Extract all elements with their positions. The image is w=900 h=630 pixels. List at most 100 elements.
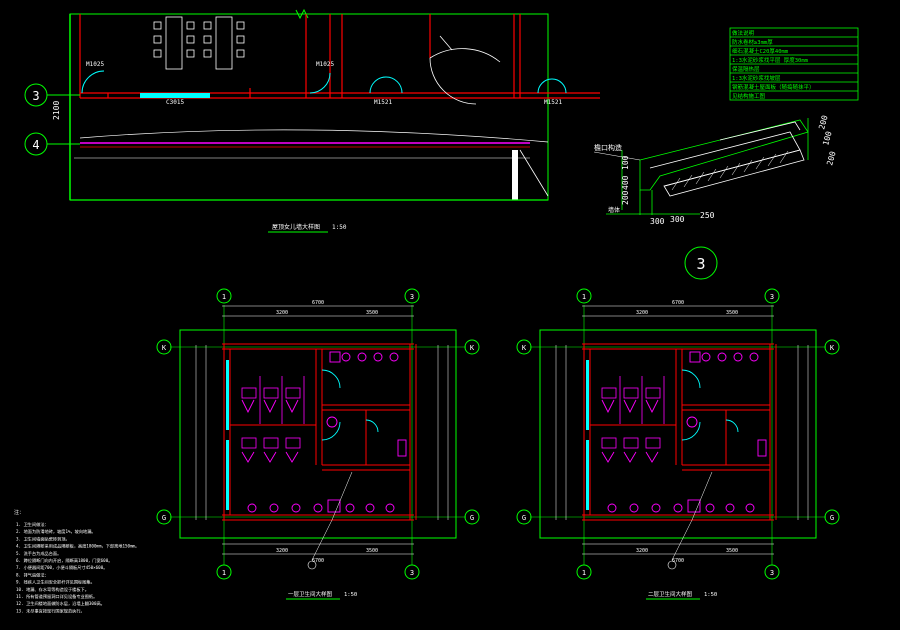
mop-sink bbox=[327, 499, 341, 513]
top-plan-scale: 1:50 bbox=[332, 224, 347, 231]
top-doors bbox=[81, 70, 567, 94]
squat-toilet bbox=[601, 387, 617, 399]
accessible-basin bbox=[326, 416, 338, 428]
dim-part-top-2: 3500 bbox=[366, 310, 378, 316]
wash-basin bbox=[247, 503, 257, 513]
dim-l-1: 100 bbox=[621, 155, 630, 170]
urinal bbox=[357, 352, 367, 362]
dim-b-1: 300 bbox=[650, 217, 665, 226]
top-plan-caption: 屋顶女儿墙大样图 bbox=[272, 223, 320, 231]
grid-bubble-4: 4 bbox=[24, 132, 80, 156]
accessible-basin bbox=[686, 416, 698, 428]
side-dimension: 2100 bbox=[52, 101, 61, 120]
urinal bbox=[749, 352, 759, 362]
roof-curve bbox=[79, 129, 549, 143]
callout-bubble bbox=[667, 560, 677, 570]
squat-toilet bbox=[241, 387, 257, 399]
axis-bubble-left bbox=[156, 339, 172, 355]
axis-bubble-bottom bbox=[404, 564, 420, 580]
wash-basin bbox=[607, 503, 617, 513]
axis-bubble-right bbox=[464, 339, 480, 355]
axis-bubble-left bbox=[156, 509, 172, 525]
axis-bottom-label: 1 bbox=[222, 569, 226, 577]
floor-drain bbox=[329, 351, 341, 363]
axis-bubble-right bbox=[824, 339, 840, 355]
dim-r-1: 200 bbox=[817, 114, 829, 130]
stall-door-2 bbox=[601, 451, 615, 463]
dim-b-3: 250 bbox=[700, 211, 715, 220]
squat-toilet-2 bbox=[645, 437, 661, 449]
axis-bubble-bottom bbox=[764, 564, 780, 580]
dim-total-top: 6700 bbox=[312, 300, 324, 306]
note-line-11: 11. 所有管道预留洞口详见设备专业图纸。 bbox=[16, 593, 97, 600]
section-note-6: 1:3水泥砂浆找坡层 bbox=[732, 74, 781, 82]
axis-bubble-top bbox=[764, 288, 780, 304]
squat-toilet-2 bbox=[601, 437, 617, 449]
dim-part-bot-2: 3500 bbox=[726, 548, 738, 554]
axis-left-label: G bbox=[522, 514, 526, 522]
detail-number: 3 bbox=[696, 255, 705, 273]
notes-block: 注：1. 卫生间做法：2. 地面为防滑地砖，坡度1%，坡向地漏。3. 卫生间墙面… bbox=[14, 509, 139, 614]
grid-label-3: 3 bbox=[32, 89, 39, 103]
axis-right-label: G bbox=[470, 514, 474, 522]
dim-l-3: 200 bbox=[621, 190, 630, 205]
note-line-6: 6. 蹲位隔断门向内开启，隔断高1800，门宽600。 bbox=[16, 557, 112, 564]
note-line-4: 4. 卫生间隔断采用成品隔断板，高度1800mm，下部离地150mm。 bbox=[16, 543, 139, 550]
dim-r-2: 100 bbox=[821, 130, 833, 146]
wash-basin bbox=[313, 503, 323, 513]
urinal bbox=[733, 352, 743, 362]
plan-scale: 1:50 bbox=[704, 592, 717, 598]
section-hatch bbox=[671, 150, 789, 191]
dim-part-bot-1: 3200 bbox=[276, 548, 288, 554]
note-line-1: 1. 卫生间做法： bbox=[16, 521, 49, 528]
accessible-toilet bbox=[757, 439, 767, 457]
top-plan bbox=[69, 8, 600, 201]
wash-basin-2 bbox=[705, 503, 715, 513]
mop-sink bbox=[687, 499, 701, 513]
section-note-1: 做法说明 bbox=[732, 29, 755, 37]
dim-b-2: 300 bbox=[670, 215, 685, 224]
dim-part-top-2: 3500 bbox=[726, 310, 738, 316]
note-line-7: 7. 小便器间距700，小便斗隔板尺寸450×600。 bbox=[16, 564, 107, 571]
stall-door-2 bbox=[645, 451, 659, 463]
axis-left-label: K bbox=[162, 344, 167, 352]
notes-table bbox=[729, 27, 859, 101]
axis-bubble-right bbox=[824, 509, 840, 525]
big-door-swing bbox=[429, 35, 501, 105]
leader-line bbox=[671, 471, 713, 561]
dim-total-top: 6700 bbox=[672, 300, 684, 306]
floor-drain bbox=[689, 351, 701, 363]
callout-bubble bbox=[307, 560, 317, 570]
conference-tables bbox=[153, 16, 245, 70]
axis-bottom-label: 3 bbox=[410, 569, 414, 577]
stall-door-2 bbox=[241, 451, 255, 463]
section-note-8: 见结构施工图 bbox=[732, 92, 766, 100]
axis-top-label: 3 bbox=[410, 293, 414, 301]
squat-toilet-2 bbox=[285, 437, 301, 449]
wash-basin-2 bbox=[385, 503, 395, 513]
eave-section bbox=[606, 118, 809, 215]
wash-basin-2 bbox=[345, 503, 355, 513]
squat-toilet-2 bbox=[623, 437, 639, 449]
stall-door-2 bbox=[263, 451, 277, 463]
wash-basin bbox=[673, 503, 683, 513]
stall-door-2 bbox=[623, 451, 637, 463]
label-eave: 檐口构造 bbox=[594, 143, 622, 152]
window-c3015 bbox=[140, 93, 210, 98]
plan-outer-frame bbox=[539, 329, 817, 539]
door-swing bbox=[365, 419, 379, 433]
door-tag-1: M1025 bbox=[86, 61, 104, 68]
door-swing bbox=[681, 421, 701, 441]
note-line-9: 9. 残疾人卫生间安全抓杆详见国标图集。 bbox=[16, 579, 95, 586]
notes-heading: 注： bbox=[14, 509, 24, 516]
section-note-7: 钢筋混凝土屋面板（随捣随抹平） bbox=[732, 83, 815, 91]
stall-door bbox=[623, 399, 637, 414]
stall-door bbox=[241, 399, 255, 414]
dim-l-2: 400 bbox=[621, 175, 630, 190]
note-line-13: 13. 未尽事宜按现行国家规范执行。 bbox=[16, 607, 85, 614]
section-note-4: 1:3水泥砂浆找平层 厚度30mm bbox=[732, 56, 809, 64]
squat-toilet-2 bbox=[263, 437, 279, 449]
